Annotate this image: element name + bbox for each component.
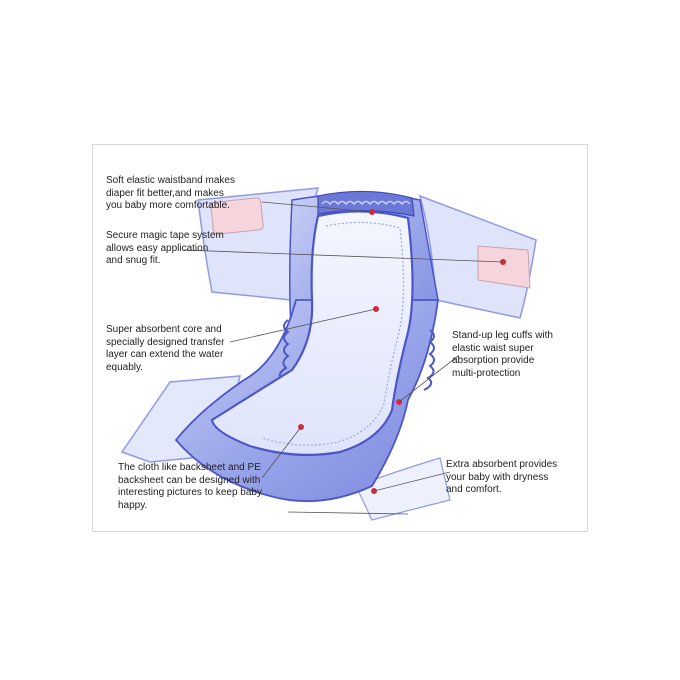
callout-backsheet-line-1: The cloth like backsheet and PE	[118, 462, 261, 473]
callout-core-line-3: layer can extend the water	[106, 349, 224, 360]
leader-waistband	[261, 201, 373, 213]
callout-backsheet-line-4: happy.	[118, 499, 148, 511]
left-leg-cuff	[278, 319, 290, 381]
callout-cuffs-line-1: Stand-up leg cuffs with	[452, 330, 553, 341]
leader-bottom	[287, 511, 409, 515]
absorbent-core	[210, 210, 414, 456]
callout-waistband: Soft elastic waistband makes diaper fit …	[106, 175, 235, 213]
waistband-ruffle	[321, 200, 411, 206]
callout-cuffs: Stand-up leg cuffs with elastic waist su…	[452, 330, 553, 380]
leader-tape	[183, 249, 504, 263]
leader-core	[229, 308, 377, 343]
waistband	[317, 190, 415, 217]
callout-extra-line-3: and comfort.	[446, 484, 502, 495]
leader-cuff	[398, 355, 459, 403]
callout-tape-line-1: Secure magic tape system	[106, 230, 224, 241]
callout-backsheet-line-2: backsheet can be designed with	[118, 474, 261, 486]
callout-core-line-1: Super absorbent core and	[106, 324, 222, 335]
callout-extra-line-1: Extra absorbent provides	[446, 459, 558, 470]
core-inner-line	[261, 221, 405, 446]
callout-tape: Secure magic tape system allows easy app…	[106, 230, 224, 268]
callout-backsheet: The cloth like backsheet and PE backshee…	[118, 462, 262, 512]
callout-cuffs-line-3: absorption provide	[452, 355, 535, 366]
callout-waistband-line-1: Soft elastic waistband makes	[106, 175, 235, 186]
callout-tape-line-3: and snug fit.	[106, 255, 161, 266]
leader-backsheet	[261, 426, 302, 479]
callout-tape-line-2: allows easy application	[106, 242, 209, 254]
callout-core: Super absorbent core and specially desig…	[106, 324, 224, 374]
callout-core-line-4: equably.	[106, 361, 144, 373]
callout-core-line-2: specially designed transfer	[106, 336, 225, 348]
lower-right-flap	[355, 457, 451, 521]
left-tape-tab	[210, 197, 264, 235]
right-tape-tab	[477, 245, 531, 289]
leader-extra	[373, 471, 451, 492]
callout-cuffs-line-4: multi-protection	[452, 367, 521, 379]
callout-waistband-line-2: diaper fit better,and makes	[106, 187, 224, 199]
callout-extra-line-2: your baby with dryness	[446, 471, 549, 483]
callout-waistband-line-3: you baby more comfortable.	[106, 200, 230, 211]
callout-backsheet-line-3: interesting pictures to keep baby	[118, 487, 262, 498]
callout-cuffs-line-2: elastic waist super	[452, 342, 534, 354]
callout-extra: Extra absorbent provides your baby with …	[446, 459, 557, 497]
